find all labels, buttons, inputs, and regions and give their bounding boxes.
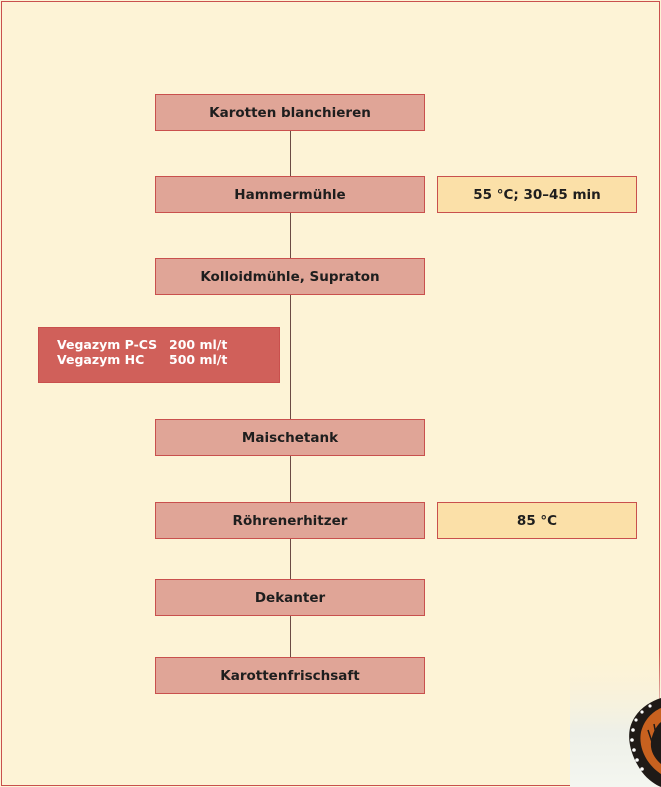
- param-roehrenerhitzer: 85 °C: [437, 502, 637, 539]
- enzyme-row: Vegazym HC 500 ml/t: [57, 352, 279, 367]
- step-karotten-blanchieren: Karotten blanchieren: [155, 94, 425, 131]
- enzyme-amount: 500 ml/t: [169, 352, 227, 367]
- connector-line: [290, 539, 291, 579]
- connector-line: [290, 456, 291, 502]
- step-roehrenerhitzer: Röhrenerhitzer: [155, 502, 425, 539]
- enzyme-row: Vegazym P-CS 200 ml/t: [57, 337, 279, 352]
- step-karottenfrischsaft: Karottenfrischsaft: [155, 657, 425, 694]
- step-kolloidmuehle: Kolloidmühle, Supraton: [155, 258, 425, 295]
- param-hammermuehle: 55 °C; 30–45 min: [437, 176, 637, 213]
- step-hammermuehle: Hammermühle: [155, 176, 425, 213]
- connector-line: [290, 213, 291, 258]
- enzyme-amount: 200 ml/t: [169, 337, 227, 352]
- butterfly-image: [570, 650, 661, 787]
- step-maischetank: Maischetank: [155, 419, 425, 456]
- connector-line: [290, 295, 291, 419]
- enzyme-name: Vegazym P-CS: [57, 337, 169, 352]
- connector-line: [290, 131, 291, 176]
- enzyme-dosage-box: Vegazym P-CS 200 ml/t Vegazym HC 500 ml/…: [38, 327, 280, 383]
- step-dekanter: Dekanter: [155, 579, 425, 616]
- enzyme-name: Vegazym HC: [57, 352, 169, 367]
- connector-line: [290, 616, 291, 657]
